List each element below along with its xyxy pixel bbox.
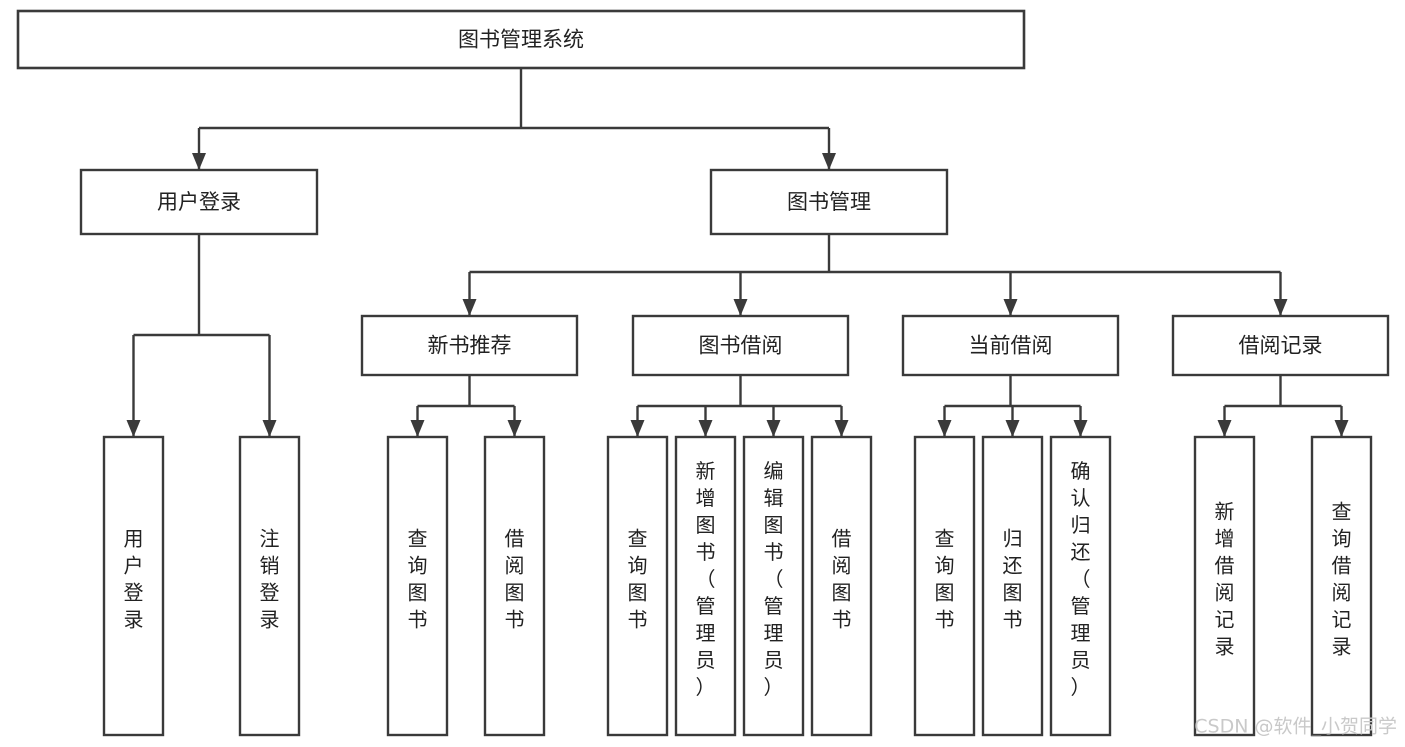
node-leaf-查询借阅记录[interactable]: 查询借阅记录: [1310, 435, 1373, 737]
conn-图书借阅-arrow-3: [834, 420, 849, 437]
node-level3-当前借阅[interactable]: 当前借阅: [901, 314, 1120, 377]
conn-图书借阅-arrow-0: [630, 420, 645, 437]
node-leaf-查询图书[interactable]: 查询图书: [606, 435, 669, 737]
node-label: 归还图书: [1003, 527, 1023, 632]
conn-book-management-arrow-0: [462, 299, 477, 316]
node-label: 借阅图书: [832, 527, 852, 632]
csdn-watermark: CSDN @软件_小贺同学: [1194, 716, 1397, 738]
node-box: [1049, 435, 1112, 737]
node-leaf-查询图书[interactable]: 查询图书: [913, 435, 976, 737]
node-box: [1310, 435, 1373, 737]
conn-当前借阅-arrow-2: [1073, 420, 1088, 437]
node-label: 图书借阅: [699, 334, 783, 358]
node-box: [913, 435, 976, 737]
node-label: 用户登录: [124, 527, 144, 632]
node-leaf-编辑图书-管理员[interactable]: 编辑图书（管理员）: [742, 435, 805, 737]
node-leaf-归还图书[interactable]: 归还图书: [981, 435, 1044, 737]
conn-借阅记录-arrow-1: [1334, 420, 1349, 437]
node-layer: 图书管理系统用户登录图书管理新书推荐图书借阅当前借阅借阅记录用户登录注销登录查询…: [16, 9, 1390, 737]
node-box: [742, 435, 805, 737]
node-box: [810, 435, 873, 737]
conn-新书推荐-arrow-1: [507, 420, 522, 437]
node-level3-新书推荐[interactable]: 新书推荐: [360, 314, 579, 377]
node-leaf-查询图书[interactable]: 查询图书: [386, 435, 449, 737]
node-label: 新增图书（管理员）: [696, 459, 716, 699]
node-box: [631, 314, 850, 377]
node-level2-用户登录[interactable]: 用户登录: [79, 168, 319, 236]
node-box: [709, 168, 949, 236]
node-box: [674, 435, 737, 737]
conn-book-management-arrow-1: [733, 299, 748, 316]
conn-当前借阅-arrow-1: [1005, 420, 1020, 437]
node-box: [238, 435, 301, 737]
node-label: 当前借阅: [969, 334, 1053, 358]
node-box: [1171, 314, 1390, 377]
conn-图书借阅-arrow-1: [698, 420, 713, 437]
node-box: [386, 435, 449, 737]
node-leaf-新增图书-管理员[interactable]: 新增图书（管理员）: [674, 435, 737, 737]
node-box: [901, 314, 1120, 377]
conn-book-management-arrow-3: [1273, 299, 1288, 316]
conn-root-arrow-1: [822, 153, 836, 170]
node-label: 注销登录: [260, 527, 280, 632]
node-level3-图书借阅[interactable]: 图书借阅: [631, 314, 850, 377]
node-level3-借阅记录[interactable]: 借阅记录: [1171, 314, 1390, 377]
connector-layer: [126, 68, 1349, 437]
node-label: 借阅记录: [1239, 334, 1323, 358]
node-label: 图书管理: [787, 190, 871, 214]
conn-新书推荐-arrow-0: [410, 420, 425, 437]
node-label: 借阅图书: [505, 527, 525, 632]
node-box: [606, 435, 669, 737]
node-level2-图书管理[interactable]: 图书管理: [709, 168, 949, 236]
node-leaf-借阅图书[interactable]: 借阅图书: [483, 435, 546, 737]
conn-user-login-arrow-0: [126, 420, 141, 437]
node-leaf-确认归还-管理员[interactable]: 确认归还（管理员）: [1049, 435, 1112, 737]
conn-图书借阅-arrow-2: [766, 420, 781, 437]
node-box: [16, 9, 1026, 70]
node-box: [102, 435, 165, 737]
node-label: 查询图书: [628, 527, 648, 632]
node-label: 新书推荐: [428, 334, 512, 358]
node-leaf-用户登录[interactable]: 用户登录: [102, 435, 165, 737]
node-label: 编辑图书（管理员）: [764, 459, 784, 699]
conn-当前借阅-arrow-0: [937, 420, 952, 437]
node-label: 新增借阅记录: [1215, 500, 1235, 659]
conn-借阅记录-arrow-0: [1217, 420, 1232, 437]
node-leaf-新增借阅记录[interactable]: 新增借阅记录: [1193, 435, 1256, 737]
node-label: 用户登录: [157, 190, 241, 214]
conn-root-arrow-0: [192, 153, 206, 170]
node-box: [1193, 435, 1256, 737]
node-box: [360, 314, 579, 377]
node-label: 查询借阅记录: [1332, 500, 1352, 659]
conn-book-management-arrow-2: [1003, 299, 1018, 316]
node-leaf-注销登录[interactable]: 注销登录: [238, 435, 301, 737]
conn-user-login-arrow-1: [262, 420, 277, 437]
node-box: [483, 435, 546, 737]
node-label: 查询图书: [935, 527, 955, 632]
node-label: 查询图书: [408, 527, 428, 632]
node-label: 图书管理系统: [458, 28, 584, 52]
node-root-图书管理系统[interactable]: 图书管理系统: [16, 9, 1026, 70]
node-box: [981, 435, 1044, 737]
node-label: 确认归还（管理员）: [1071, 459, 1091, 699]
node-leaf-借阅图书[interactable]: 借阅图书: [810, 435, 873, 737]
node-box: [79, 168, 319, 236]
